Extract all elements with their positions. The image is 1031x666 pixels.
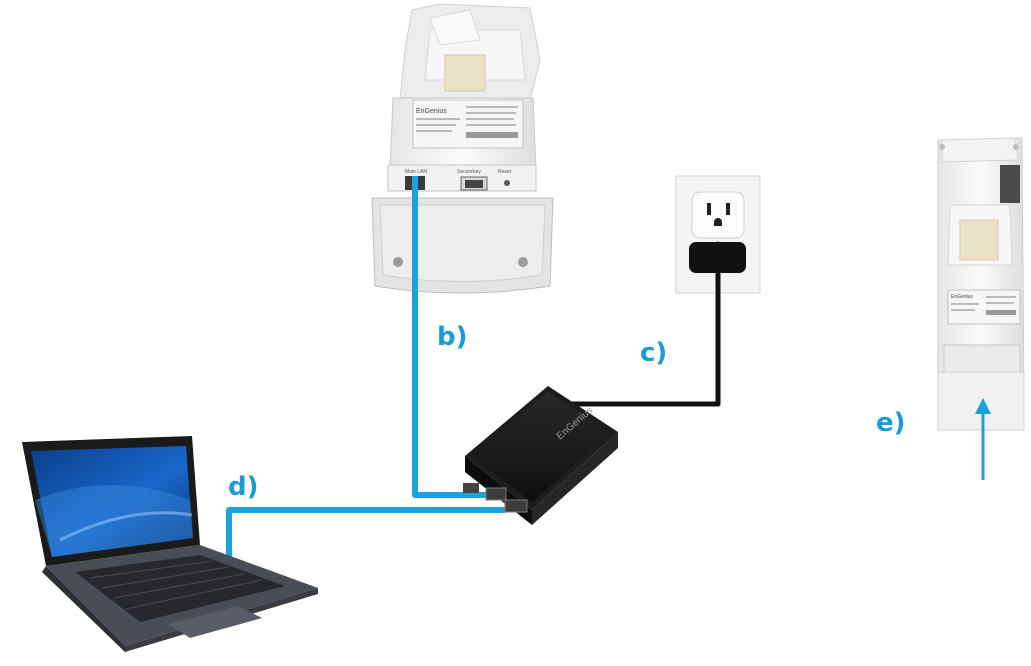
ap-port-reset-label: Reset bbox=[498, 169, 512, 175]
reset-button-hole bbox=[504, 180, 510, 186]
laptop-icon bbox=[22, 436, 318, 652]
laptop-screen bbox=[31, 446, 193, 557]
step-label-d: d) bbox=[228, 472, 259, 502]
side-ap-brand-text: EnGenius bbox=[951, 294, 973, 300]
access-point-side-icon: EnGenius bbox=[937, 137, 1025, 431]
step-label-b: b) bbox=[437, 322, 468, 352]
poe-injector-icon: EnGenius bbox=[463, 386, 618, 525]
step-label-e: e) bbox=[876, 408, 906, 438]
arrow-up-icon bbox=[975, 398, 991, 480]
ap-port-secondary-label: Secondary bbox=[457, 169, 481, 175]
power-plug bbox=[689, 242, 746, 273]
ethernet-cable-d bbox=[226, 507, 505, 562]
ap-port-main-label: Main LAN bbox=[405, 169, 427, 175]
wall-outlet-icon bbox=[675, 175, 761, 294]
ethernet-cable-b bbox=[412, 176, 488, 498]
ap-brand-text: EnGenius bbox=[416, 108, 447, 115]
step-label-c: c) bbox=[640, 338, 668, 368]
access-point-icon: EnGenius Main LAN Secondary Reset bbox=[371, 3, 554, 294]
